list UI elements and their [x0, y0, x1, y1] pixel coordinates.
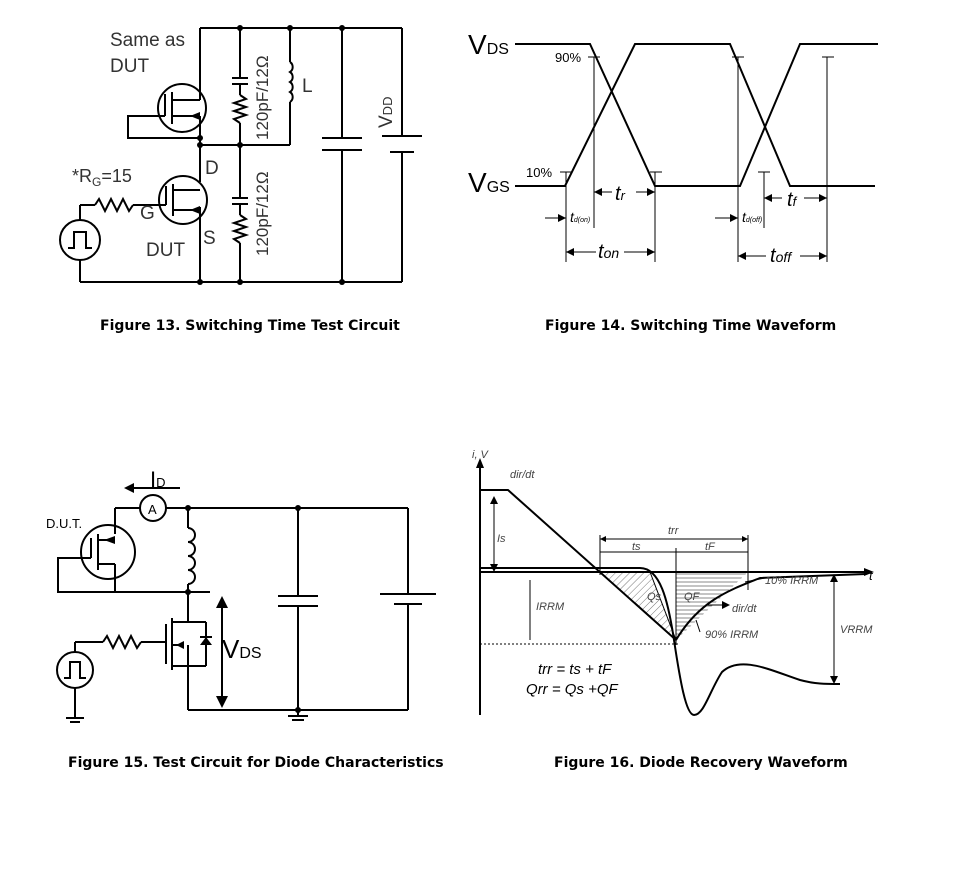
label-rg: *RG=15: [72, 166, 132, 189]
label-90-percent: 90%: [555, 50, 581, 65]
figure-15-diode-test-circuit: A ID D.U.T. VDS: [40, 455, 440, 725]
label-dut: DUT: [146, 240, 185, 261]
figure-16-diode-recovery: i, V dir/dt Is trr ts tF IRRM Qs QF dir/…: [465, 445, 885, 725]
label-toff: toff: [770, 245, 793, 267]
label-same-as: Same as: [110, 30, 185, 51]
label-vds: VDS: [222, 634, 262, 664]
label-tf: tf: [787, 189, 798, 211]
label-ts: ts: [632, 541, 641, 553]
current-trace: [480, 489, 677, 641]
axis-y-label: i, V: [472, 449, 490, 461]
label-id: ID: [150, 467, 166, 492]
label-90-irrm: 90% IRRM: [705, 629, 759, 641]
figure-14-switching-waveform: VDS VGS 90% 10% tr tf td(on) td(off) ton…: [460, 25, 890, 275]
vgs-trace: [515, 43, 875, 187]
label-is: Is: [497, 533, 506, 545]
label-inductor: L: [302, 76, 313, 97]
label-vgs: VGS: [468, 167, 510, 198]
vds-trace: [515, 43, 878, 187]
label-dir-dt: dir/dt: [732, 603, 757, 615]
axis-t-label: t: [869, 568, 874, 583]
label-td-on: td(on): [570, 209, 590, 225]
diode-test-circuit: A ID D.U.T. VDS: [46, 467, 436, 723]
label-tr: tr: [615, 183, 626, 205]
label-drain: D: [205, 158, 219, 179]
label-10-percent: 10%: [526, 165, 552, 180]
voltage-trace: [480, 567, 841, 717]
caption-figure-13: Figure 13. Switching Time Test Circuit: [100, 318, 400, 334]
caption-figure-15: Figure 15. Test Circuit for Diode Charac…: [68, 755, 444, 771]
diode-recovery-waveform: i, V dir/dt Is trr ts tF IRRM Qs QF dir/…: [472, 449, 874, 717]
switching-time-waveform: VDS VGS 90% 10% tr tf td(on) td(off) ton…: [468, 29, 878, 267]
label-snubber-top: 120pF/12Ω: [253, 55, 272, 140]
equation-trr: trr = ts + tF: [538, 661, 612, 678]
ammeter-label: A: [148, 502, 157, 517]
label-tf: tF: [705, 541, 716, 553]
switching-time-test-circuit: Same as DUT D G S DUT L *RG=15 120pF/12Ω…: [59, 25, 422, 285]
label-vrrm: VRRM: [840, 624, 873, 636]
label-gate: G: [140, 203, 155, 224]
label-same-as-dut: DUT: [110, 56, 149, 77]
label-source: S: [203, 228, 216, 249]
label-dut: D.U.T.: [46, 516, 82, 531]
label-dif-dt: dir/dt: [510, 469, 535, 481]
figure-13-switching-circuit: Same as DUT D G S DUT L *RG=15 120pF/12Ω…: [50, 15, 440, 295]
label-trr: trr: [668, 525, 680, 537]
label-vds: VDS: [468, 29, 509, 60]
label-snubber-bottom: 120pF/12Ω: [253, 171, 272, 256]
label-td-off: td(off): [742, 209, 762, 225]
label-qf: QF: [684, 591, 701, 603]
caption-figure-14: Figure 14. Switching Time Waveform: [545, 318, 837, 334]
equation-qrr: Qrr = Qs +QF: [526, 681, 619, 698]
label-qs: Qs: [647, 591, 662, 603]
label-irrm: IRRM: [536, 601, 565, 613]
caption-figure-16: Figure 16. Diode Recovery Waveform: [554, 755, 848, 771]
label-10-irrm: 10% IRRM: [765, 575, 819, 587]
label-ton: ton: [598, 241, 619, 263]
label-vdd: VDD: [376, 97, 397, 128]
